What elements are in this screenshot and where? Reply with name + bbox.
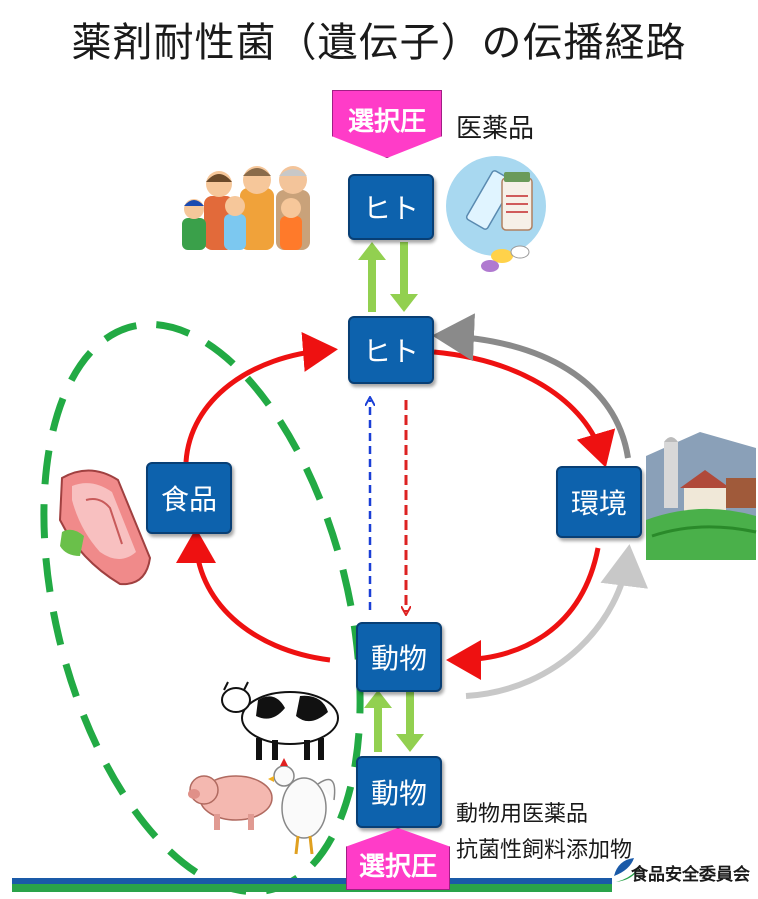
pig-illustration bbox=[188, 775, 273, 830]
veterinary-medicine-label: 動物用医薬品 bbox=[456, 802, 589, 827]
green-arrows-human bbox=[358, 242, 418, 312]
arrow-animal-to-environment bbox=[465, 544, 649, 699]
animal-node-center: 動物 bbox=[356, 622, 442, 692]
food-safety-commission-logo: 食品安全委員会 bbox=[631, 865, 750, 885]
human-node-top-label: ヒト bbox=[362, 192, 419, 225]
footer-bar-green bbox=[12, 884, 612, 892]
arrow-environment-to-animal bbox=[446, 547, 601, 680]
selection-pressure-bottom-label: 選択圧 bbox=[358, 851, 437, 882]
human-node-center: ヒト bbox=[348, 316, 434, 384]
animal-node-bottom: 動物 bbox=[356, 756, 442, 828]
medicine-label: 医薬品 bbox=[456, 114, 535, 144]
arrow-environment-to-human bbox=[432, 313, 631, 459]
meat-illustration bbox=[58, 469, 152, 586]
green-arrows-animal bbox=[364, 690, 424, 752]
environment-node: 環境 bbox=[556, 466, 642, 538]
food-node: 食品 bbox=[146, 462, 232, 534]
cow-illustration bbox=[221, 681, 339, 760]
arrow-animal-to-food bbox=[176, 528, 331, 663]
animal-node-center-label: 動物 bbox=[370, 642, 427, 675]
human-node-center-label: ヒト bbox=[362, 335, 419, 368]
chicken-illustration bbox=[268, 758, 336, 855]
food-safety-logo-mark bbox=[614, 858, 640, 882]
footer-bar-blue bbox=[12, 878, 612, 884]
selection-pressure-top-label: 選択圧 bbox=[347, 106, 426, 137]
environment-node-label: 環境 bbox=[570, 487, 627, 520]
animal-node-bottom-label: 動物 bbox=[370, 777, 427, 810]
human-node-top: ヒト bbox=[348, 174, 434, 240]
medicine-illustration bbox=[446, 156, 546, 272]
antimicrobial-feed-additive-label: 抗菌性飼料添加物 bbox=[456, 838, 633, 863]
arrow-human-to-environment bbox=[433, 349, 616, 468]
page-title: 薬剤耐性菌（遺伝子）の伝播経路 bbox=[71, 20, 687, 66]
family-illustration bbox=[182, 166, 310, 250]
arrow-food-to-human bbox=[183, 331, 338, 463]
food-node-label: 食品 bbox=[160, 483, 217, 516]
farm-landscape-illustration bbox=[646, 432, 757, 560]
